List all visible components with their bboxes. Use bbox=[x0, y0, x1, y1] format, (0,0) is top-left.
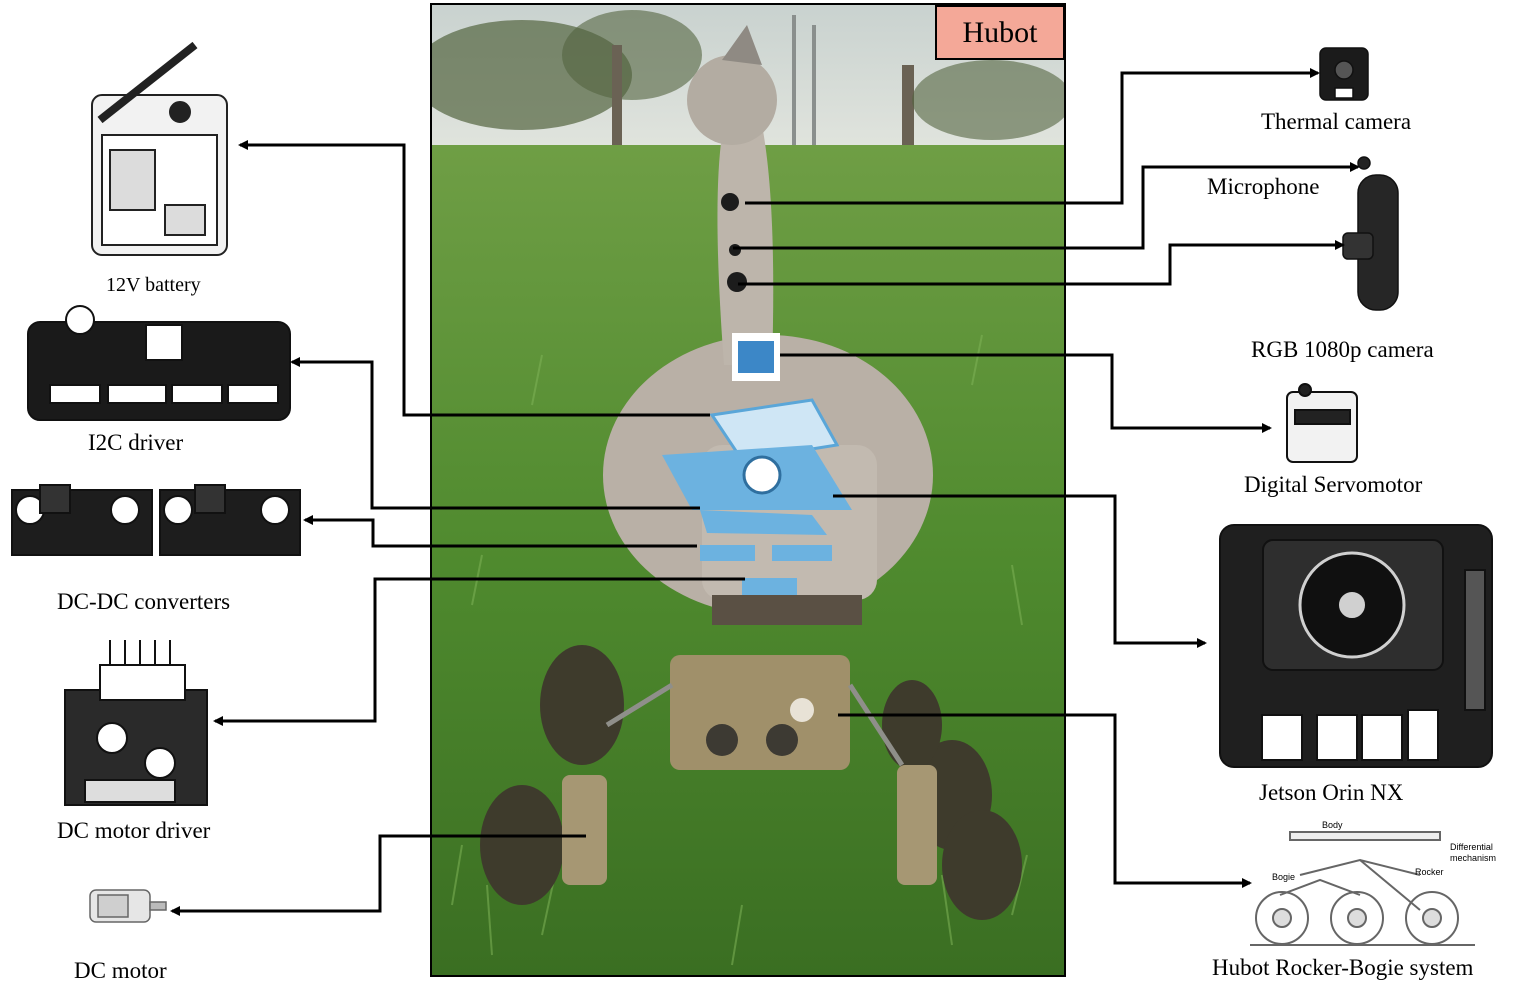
label-dc-motor-driver: DC motor driver bbox=[57, 818, 211, 843]
dc-motor-illustration bbox=[89, 889, 167, 923]
rocker-bogie-illustration bbox=[1250, 831, 1475, 946]
label-rocker-bogie-system: Hubot Rocker-Bogie system bbox=[1212, 955, 1474, 980]
label-digital-servomotor: Digital Servomotor bbox=[1244, 472, 1423, 497]
label-microphone: Microphone bbox=[1207, 174, 1320, 199]
microphone-rgb-camera-illustration bbox=[1342, 156, 1399, 311]
jetson-illustration bbox=[1219, 524, 1493, 768]
line-jetson bbox=[833, 494, 1207, 648]
line-motor bbox=[170, 834, 586, 916]
label-i2c-driver: I2C driver bbox=[88, 430, 184, 455]
rocker-label-rocker: Rocker bbox=[1415, 867, 1444, 877]
grass-blades bbox=[451, 334, 1028, 966]
i2c-driver-illustration bbox=[27, 305, 291, 421]
line-rockerbogie bbox=[838, 713, 1252, 888]
rocker-label-mechanism: mechanism bbox=[1450, 853, 1497, 863]
battery-illustration bbox=[91, 41, 228, 256]
label-dc-motor: DC motor bbox=[74, 958, 167, 983]
label-12v-battery: 12V battery bbox=[106, 274, 201, 296]
label-jetson-orin-nx: Jetson Orin NX bbox=[1259, 780, 1404, 805]
diagram-title: Hubot bbox=[935, 5, 1065, 60]
line-battery bbox=[238, 140, 710, 417]
label-thermal-camera: Thermal camera bbox=[1261, 109, 1412, 134]
motor-driver-illustration bbox=[64, 640, 208, 806]
rocker-label-body: Body bbox=[1322, 820, 1343, 830]
line-motordriver bbox=[213, 577, 745, 726]
rover-chassis bbox=[480, 595, 1022, 920]
rocker-label-differential: Differential bbox=[1450, 842, 1493, 852]
servomotor-illustration bbox=[1286, 383, 1358, 463]
thermal-camera-illustration bbox=[1319, 47, 1369, 101]
line-i2c bbox=[290, 357, 700, 510]
background-trees bbox=[432, 10, 1064, 155]
line-dcdc bbox=[303, 515, 697, 548]
connector-lines bbox=[170, 68, 1360, 916]
module-overlays bbox=[662, 333, 852, 596]
line-servo bbox=[780, 353, 1272, 433]
line-rgb bbox=[738, 240, 1345, 286]
dcdc-converters-illustration bbox=[11, 484, 301, 556]
line-thermal bbox=[745, 68, 1320, 205]
label-rgb-camera: RGB 1080p camera bbox=[1251, 337, 1434, 362]
line-mic bbox=[733, 162, 1360, 250]
label-dcdc-converters: DC-DC converters bbox=[57, 589, 231, 614]
rocker-label-bogie: Bogie bbox=[1272, 872, 1296, 882]
